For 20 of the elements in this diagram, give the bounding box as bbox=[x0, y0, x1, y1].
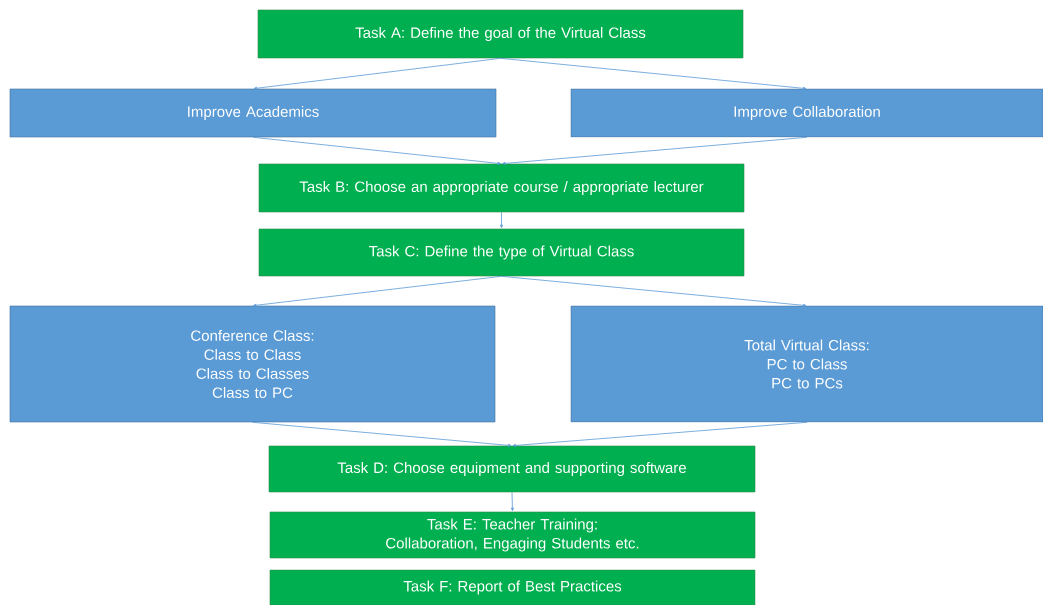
task-box: Task C: Define the type of Virtual Class bbox=[258, 228, 745, 277]
task-box: Task A: Define the goal of the Virtual Class bbox=[257, 9, 744, 59]
task-box: Task B: Choose an appropriate course / appropriate lecturer bbox=[258, 163, 745, 213]
arrow bbox=[501, 275, 807, 307]
arrow bbox=[502, 136, 808, 165]
arrow bbox=[252, 136, 501, 165]
arrow bbox=[500, 211, 503, 228]
task-box: Task D: Choose equipment and supporting software bbox=[268, 445, 756, 493]
arrow bbox=[253, 275, 502, 307]
option-box: Total Virtual Class: PC to Class PC to PCs bbox=[570, 305, 1043, 423]
arrow bbox=[510, 491, 514, 511]
arrow bbox=[500, 57, 807, 90]
task-box: Task E: Teacher Training: Collaboration, Engaging Students etc. bbox=[269, 511, 756, 559]
arrow bbox=[253, 57, 501, 90]
option-box: Improve Academics bbox=[9, 88, 497, 138]
option-box: Conference Class: Class to Class Class to Classes Class to PC bbox=[9, 305, 496, 423]
arrow bbox=[252, 421, 512, 447]
task-box: Task F: Report of Best Practices bbox=[269, 569, 756, 605]
option-box: Improve Collaboration bbox=[570, 88, 1043, 138]
arrow bbox=[512, 421, 808, 447]
